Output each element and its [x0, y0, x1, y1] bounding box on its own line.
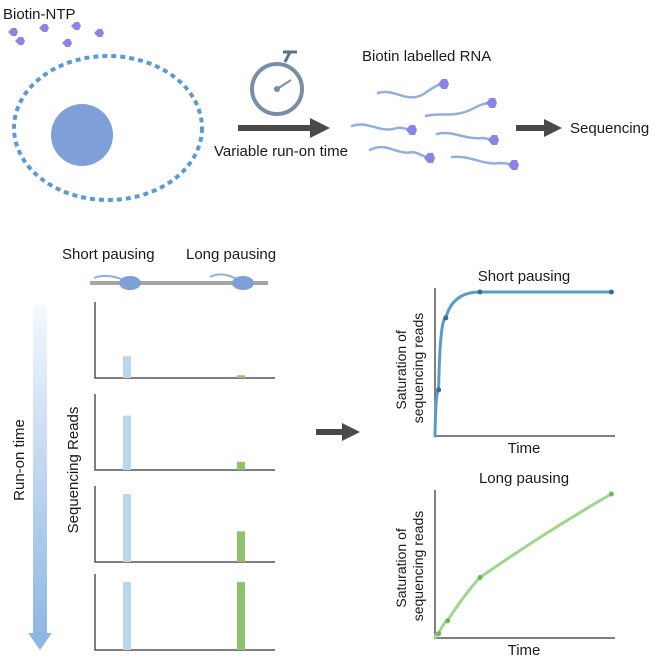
short-pausing-bar — [123, 415, 131, 470]
chart-xlabel: Time — [508, 440, 541, 457]
long-pausing-bar — [237, 375, 245, 378]
reads-panel — [94, 486, 275, 563]
panel-axis — [94, 574, 275, 651]
long-pausing-chart: Long pausing Time Saturation of sequenci… — [393, 470, 615, 659]
long-pausing-bar — [237, 582, 245, 650]
rna-strand — [424, 101, 492, 118]
sequencing-label: Sequencing — [570, 120, 649, 137]
run-on-time-arrow — [28, 305, 52, 650]
reads-panel — [94, 302, 275, 379]
biotin-tag-icon — [488, 135, 499, 145]
series-line — [433, 492, 613, 640]
long-pausing-bar — [237, 461, 245, 470]
nucleus — [51, 104, 113, 166]
biotin-tag-icon — [508, 160, 519, 170]
ylabel-line: sequencing reads — [410, 313, 426, 424]
short-pausing-bar — [123, 582, 131, 650]
data-point — [608, 491, 614, 497]
data-point — [436, 387, 442, 393]
cell-membrane — [12, 54, 204, 202]
long-pausing-bar — [237, 531, 245, 562]
sequencing-reads-label: Sequencing Reads — [65, 407, 82, 534]
nascent-rna — [93, 274, 125, 281]
rna-strand — [350, 123, 412, 132]
data-point — [477, 575, 483, 581]
results-arrow — [316, 423, 360, 441]
ylabel-line: sequencing reads — [410, 511, 426, 622]
chart-ylabel: Saturation of sequencing reads — [393, 313, 426, 424]
nucleotide-icon — [71, 22, 81, 30]
run-on-time-label: Variable run-on time — [214, 143, 348, 160]
panel-axis — [94, 486, 275, 563]
panel-axis — [94, 394, 275, 471]
short-pausing-bar — [123, 356, 131, 378]
reads-panel — [94, 574, 275, 651]
panel-axis — [94, 302, 275, 379]
short-pausing-chart: Short pausing Time Saturation of sequenc… — [393, 268, 615, 457]
labelled-rna-group — [350, 82, 514, 167]
reads-panels — [94, 302, 275, 651]
nucleotide-icon — [15, 37, 25, 45]
stopwatch-icon — [250, 50, 304, 116]
rna-strand — [450, 155, 514, 167]
nucleotide-icon — [39, 24, 49, 32]
series-line — [433, 290, 613, 438]
chart-axes — [434, 288, 615, 437]
biotin-ntp-label: Biotin-NTP — [3, 6, 76, 23]
biotin-tag-icon — [438, 79, 449, 89]
ylabel-line: Saturation of — [393, 330, 409, 409]
data-point — [608, 289, 614, 295]
nucleotide-cluster — [8, 22, 104, 47]
chart-title: Long pausing — [479, 470, 569, 487]
run-on-arrow — [238, 118, 330, 138]
rna-strand — [368, 145, 430, 160]
data-point — [477, 289, 483, 295]
long-pausing-label: Long pausing — [186, 246, 276, 263]
chart-title: Short pausing — [478, 268, 571, 285]
run-on-time-axis-label: Run-on time — [11, 419, 28, 501]
data-point — [445, 618, 451, 624]
reads-panel — [94, 394, 275, 471]
biotin-tag-icon — [486, 98, 497, 108]
biotin-tag-icon — [424, 153, 435, 163]
nucleotide-icon — [94, 29, 104, 37]
biotin-tag-icon — [406, 125, 417, 135]
nucleotide-icon — [8, 28, 18, 36]
polymerase-icon — [119, 276, 141, 290]
sequencing-arrow — [516, 119, 562, 137]
data-point — [443, 315, 449, 321]
rna-strand — [435, 131, 494, 142]
short-pausing-bar — [123, 494, 131, 562]
dna-template — [90, 273, 268, 290]
chart-ylabel: Saturation of sequencing reads — [393, 511, 426, 622]
short-pausing-label: Short pausing — [62, 246, 155, 263]
data-point — [436, 631, 442, 637]
nucleotide-icon — [62, 39, 72, 47]
rna-strand — [376, 82, 444, 99]
ylabel-line: Saturation of — [393, 528, 409, 607]
polymerase-icon — [232, 276, 254, 290]
biotin-rna-label: Biotin labelled RNA — [362, 48, 491, 65]
chart-axes — [434, 490, 615, 639]
chart-xlabel: Time — [508, 642, 541, 659]
